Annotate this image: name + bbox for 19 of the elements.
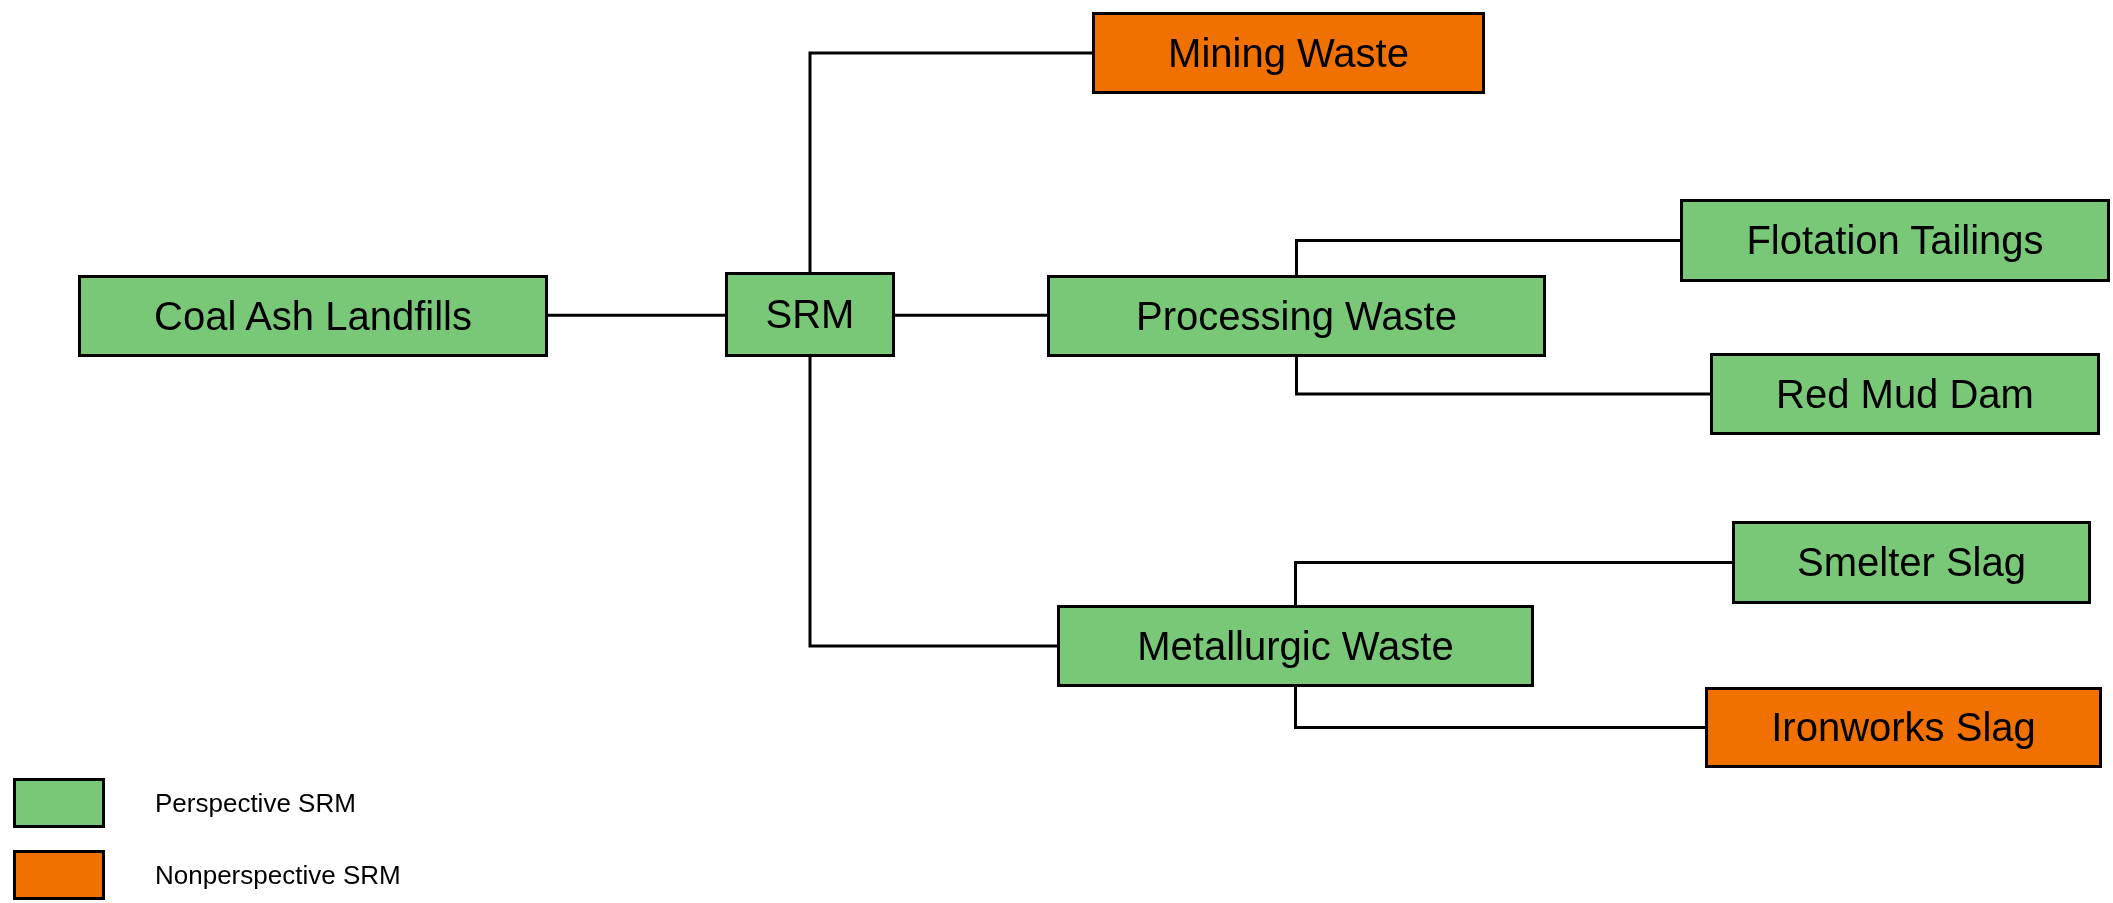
connector-line [1294,561,1732,605]
connector-line [895,313,1047,317]
category-box: Red Mud Dam [1710,353,2100,435]
connector-line [1294,687,1705,729]
connector-line [808,357,1057,648]
category-box: Flotation Tailings [1680,199,2110,282]
category-box: Ironworks Slag [1705,687,2102,768]
category-box: SRM [725,272,895,357]
legend-label: Nonperspective SRM [155,859,401,891]
category-box: Smelter Slag [1732,521,2091,604]
connector-line [548,313,725,317]
category-box: Mining Waste [1092,12,1485,94]
category-box: Metallurgic Waste [1057,605,1534,687]
legend-label: Perspective SRM [155,787,356,819]
category-box: Coal Ash Landfills [78,275,548,357]
connector-line [1295,239,1680,275]
connector-line [1295,357,1710,396]
connector-line [808,51,1092,272]
category-box: Processing Waste [1047,275,1546,357]
